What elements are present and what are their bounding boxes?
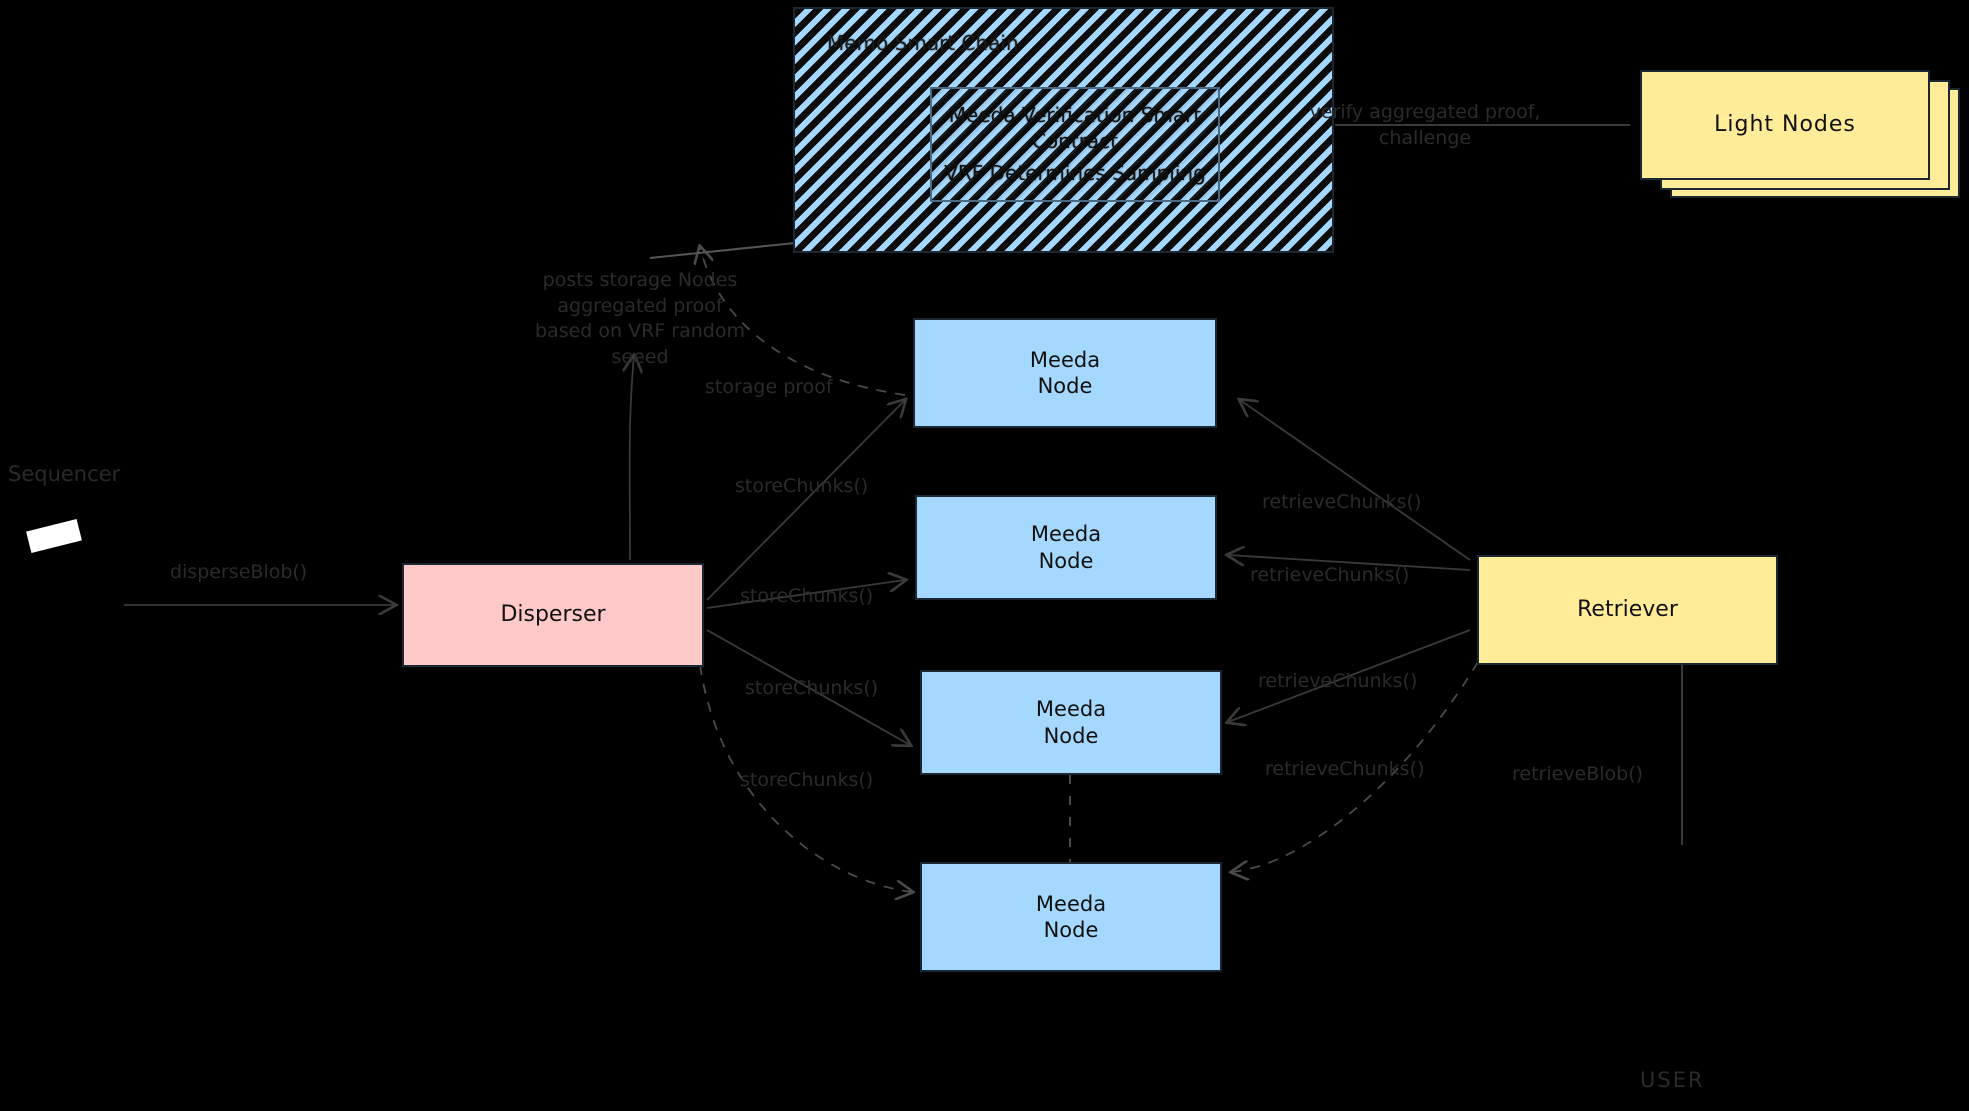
retriever-label: Retriever (1577, 597, 1678, 623)
user-label: USER (1640, 1068, 1705, 1092)
meeda-node-4-text: Meeda Node (1036, 891, 1106, 944)
meeda-node-box-2[interactable]: Meeda Node (915, 495, 1217, 600)
edge-posts-proof (630, 356, 634, 561)
sequencer-slip-icon (26, 519, 82, 553)
meeda-node-box-3[interactable]: Meeda Node (920, 670, 1222, 775)
light-nodes-label: Light Nodes (1714, 112, 1856, 138)
edge-label-disperse-blob: disperseBlob() (170, 561, 308, 583)
disperser-box[interactable]: Disperser (402, 563, 704, 667)
edge-label-retrieve-chunks-3: retrieveChunks() (1258, 670, 1418, 692)
meeda-node-1-line2: Node (1037, 374, 1093, 398)
meeda-node-3-line1: Meeda (1035, 697, 1107, 722)
meeda-node-2-line2: Node (1038, 548, 1094, 573)
retriever-box[interactable]: Retriever (1477, 555, 1778, 665)
disperser-label: Disperser (500, 602, 606, 628)
edge-store-chunks-1 (706, 400, 905, 601)
meeda-node-1-line1: Meeda (1029, 347, 1101, 372)
meeda-node-3-text: Meeda Node (1036, 696, 1106, 749)
meeda-node-3-line2: Node (1043, 723, 1099, 748)
edge-chain-leader (649, 242, 796, 259)
meeda-node-2-text: Meeda Node (1031, 521, 1101, 574)
edge-label-posts-proof: posts storage Nodes aggregated proof bas… (535, 269, 745, 368)
meeda-node-4-line1: Meeda (1035, 891, 1107, 916)
edge-label-retrieve-chunks-1: retrieveChunks() (1262, 491, 1422, 513)
meeda-verification-contract-box[interactable]: Meeda Verification Smart Contract VRF De… (930, 87, 1220, 202)
edge-label-store-chunks-1: storeChunks() (735, 475, 869, 497)
edge-label-store-chunks-4: storeChunks() (740, 769, 874, 791)
light-nodes-box[interactable]: Light Nodes (1640, 70, 1930, 180)
edge-label-retrieve-chunks-4: retrieveChunks() (1265, 758, 1425, 780)
verification-contract-line-3: VRF Determines Sampling (944, 161, 1206, 185)
edge-label-retrieve-chunks-2: retrieveChunks() (1250, 564, 1410, 586)
edge-label-store-chunks-2: storeChunks() (740, 585, 874, 607)
edge-label-storage-proof: storage proof (705, 376, 833, 398)
verification-contract-line-2: Contract (1031, 129, 1119, 153)
memo-smart-chain-box[interactable]: Memo Smart Chain Meeda Verification Smar… (793, 7, 1334, 253)
meeda-node-box-1[interactable]: Meeda Node (913, 318, 1217, 428)
meeda-node-1-text: Meeda Node (1030, 347, 1100, 400)
memo-smart-chain-title: Memo Smart Chain (827, 31, 1019, 55)
meeda-node-box-4[interactable]: Meeda Node (920, 862, 1222, 972)
edge-label-retrieve-blob: retrieveBlob() (1512, 763, 1644, 785)
sequencer-label: Sequencer (8, 462, 121, 486)
edge-label-store-chunks-3: storeChunks() (745, 677, 879, 699)
meeda-node-4-line2: Node (1043, 918, 1099, 942)
meeda-node-2-line1: Meeda (1030, 522, 1102, 547)
verification-contract-line-1: Meeda Verification Smart (948, 103, 1202, 127)
edge-retrieve-chunks-1 (1240, 400, 1471, 561)
edge-label-verify-proof: verify aggregated proof, challenge (1309, 101, 1541, 149)
